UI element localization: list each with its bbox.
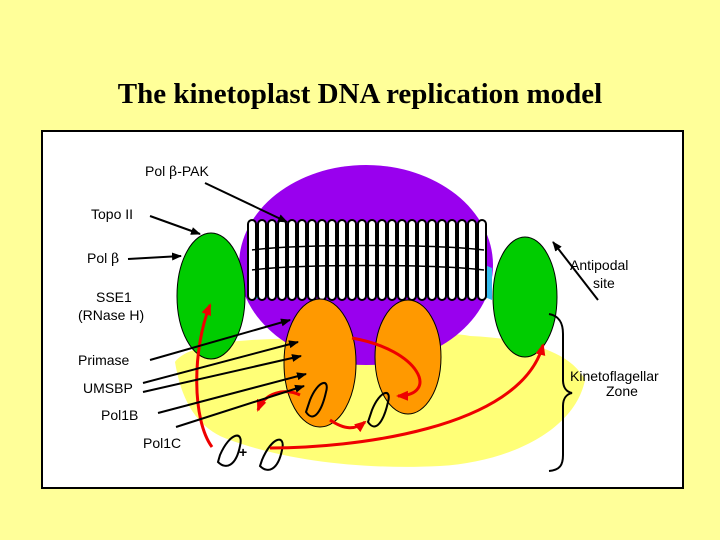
label-rnase-h: (RNase H)	[78, 307, 144, 323]
free-minicircles	[216, 382, 390, 471]
label-pointers	[127, 182, 599, 428]
label-pol-beta-pak-suffix: -PAK	[177, 163, 209, 179]
red-arrow-left-loop	[195, 303, 214, 448]
label-umsbp: UMSBP	[83, 380, 133, 396]
label-sse1: SSE1	[96, 289, 132, 305]
label-primase: Primase	[78, 352, 130, 368]
red-arrows	[195, 303, 546, 450]
kinetoflagellar-zone-shape	[175, 334, 585, 467]
red-arrow-orange-loop	[351, 336, 422, 401]
minicircle-crosslinks	[251, 244, 485, 271]
label-pol-beta: Pol β	[87, 250, 119, 267]
label-kinetoflagellar: Kinetoflagellar	[570, 368, 659, 384]
label-pol-beta-prefix: Pol	[87, 250, 111, 266]
label-antipodal: Antipodal	[570, 257, 628, 273]
red-arrow-center	[329, 418, 367, 433]
page-title: The kinetoplast DNA replication model	[117, 78, 603, 110]
orange-site-left	[283, 298, 357, 428]
label-pol-beta-symbol: β	[111, 251, 119, 267]
label-pol-beta-pak-prefix: Pol	[145, 163, 169, 179]
orange-site-right	[374, 299, 442, 415]
label-topo-ii: Topo II	[91, 206, 133, 222]
label-zone: Zone	[606, 383, 638, 399]
label-pol1c: Pol1C	[143, 435, 181, 451]
label-pol1b: Pol1B	[101, 407, 138, 423]
antipodal-site-right	[492, 236, 558, 358]
label-pol-beta-pak-symbol: β	[169, 164, 177, 180]
red-arrow-to-right-site	[269, 343, 546, 450]
antipodal-site-left	[176, 232, 246, 360]
red-arrow-down-left	[256, 390, 301, 412]
plus-sign: +	[239, 444, 247, 460]
label-pol-beta-pak: Pol β-PAK	[145, 163, 210, 180]
label-site: site	[593, 275, 615, 291]
kinetoflagellar-brace	[548, 313, 573, 472]
minicircle-loops	[247, 219, 487, 301]
